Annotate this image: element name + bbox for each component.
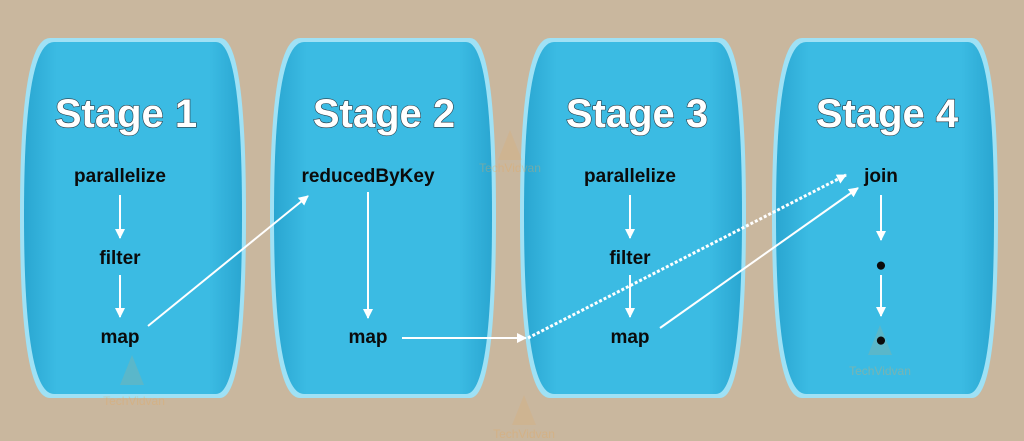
arrow-stage-2-map-to-stage-4-join-dashed bbox=[527, 173, 847, 340]
stage-4-title: Stage 4 bbox=[816, 92, 959, 136]
watermark-logo-icon bbox=[120, 130, 892, 425]
stage-1-cylinder bbox=[20, 38, 246, 398]
stage-3-node-parallelize: parallelize bbox=[584, 166, 676, 187]
stage-1-node-parallelize: parallelize bbox=[74, 166, 166, 187]
arrow-stage-3-map-to-stage-4-join bbox=[659, 187, 859, 329]
stage-3-node-map: map bbox=[610, 327, 649, 348]
stage-4-node-dot-1: ● bbox=[875, 255, 886, 276]
stage-3-node-filter: filter bbox=[609, 248, 651, 269]
stage-2-cylinder bbox=[270, 38, 496, 398]
arrow-stage-1-map-to-stage-2-reducedbykey bbox=[147, 195, 309, 327]
stage-1-title: Stage 1 bbox=[55, 92, 197, 136]
stage-1-node-filter: filter bbox=[99, 248, 141, 269]
stage-1-node-map: map bbox=[100, 327, 139, 348]
stage-2-node-map: map bbox=[348, 327, 387, 348]
watermark-text: TechVidvan bbox=[479, 161, 541, 175]
watermark-text: TechVidvan bbox=[493, 427, 555, 441]
stage-4-node-dot-2: ● bbox=[875, 330, 886, 351]
watermark-text: TechVidvan bbox=[849, 364, 911, 378]
stage-4-cylinder bbox=[772, 38, 998, 398]
stage-3-title: Stage 3 bbox=[566, 92, 708, 136]
stage-4-node-join: join bbox=[863, 166, 898, 187]
stage-2-title: Stage 2 bbox=[313, 92, 455, 136]
watermark-text: TechVidvan bbox=[103, 394, 165, 408]
stage-2-node-reducedbykey: reducedByKey bbox=[301, 166, 434, 187]
